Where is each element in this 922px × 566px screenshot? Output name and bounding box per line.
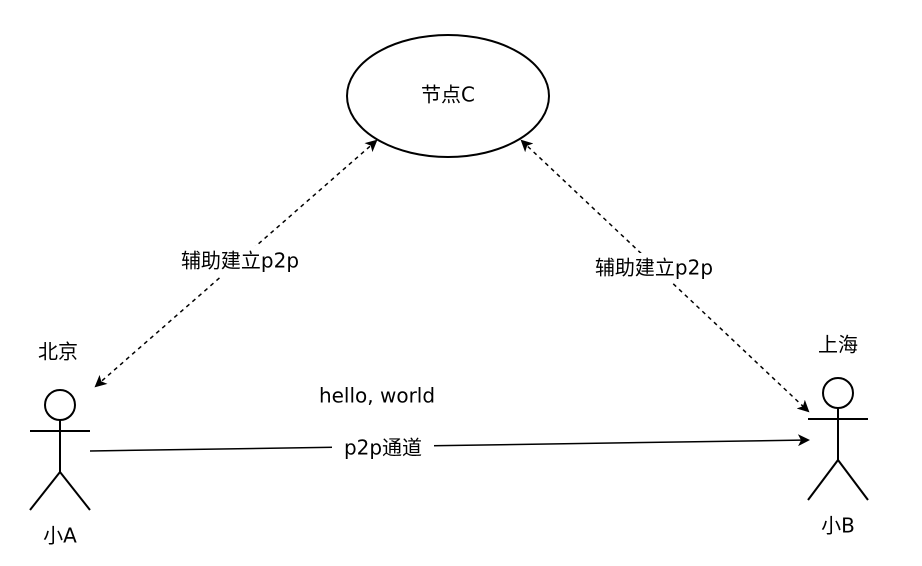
person-a-right-leg [59, 471, 91, 511]
person-b-left-leg [807, 459, 839, 501]
p2p-tunnel-edge [89, 434, 810, 452]
person-b-name: 小B [821, 514, 855, 538]
assist-left-label-bg [164, 246, 316, 276]
person-a-head [44, 389, 76, 421]
node-c-ellipse[interactable] [346, 34, 550, 158]
tunnel-label-bg [332, 434, 434, 462]
tunnel-label: p2p通道 [344, 436, 422, 460]
assist-right-label-bg [578, 253, 730, 283]
assist-edge-right [520, 139, 810, 413]
assist-left-label: 辅助建立p2p [181, 249, 299, 273]
person-a-actor[interactable] [29, 389, 91, 511]
person-a-name: 小A [43, 524, 77, 548]
person-b-right-leg [837, 459, 869, 501]
tunnel-caption: hello, world [319, 384, 435, 408]
person-a-location: 北京 [38, 340, 78, 364]
node-c-label: 节点C [421, 83, 475, 107]
person-a-left-leg [29, 471, 61, 511]
assist-right-label: 辅助建立p2p [595, 256, 713, 280]
person-b-actor[interactable] [807, 377, 869, 501]
person-b-head [822, 377, 854, 409]
person-b-location: 上海 [818, 333, 858, 357]
